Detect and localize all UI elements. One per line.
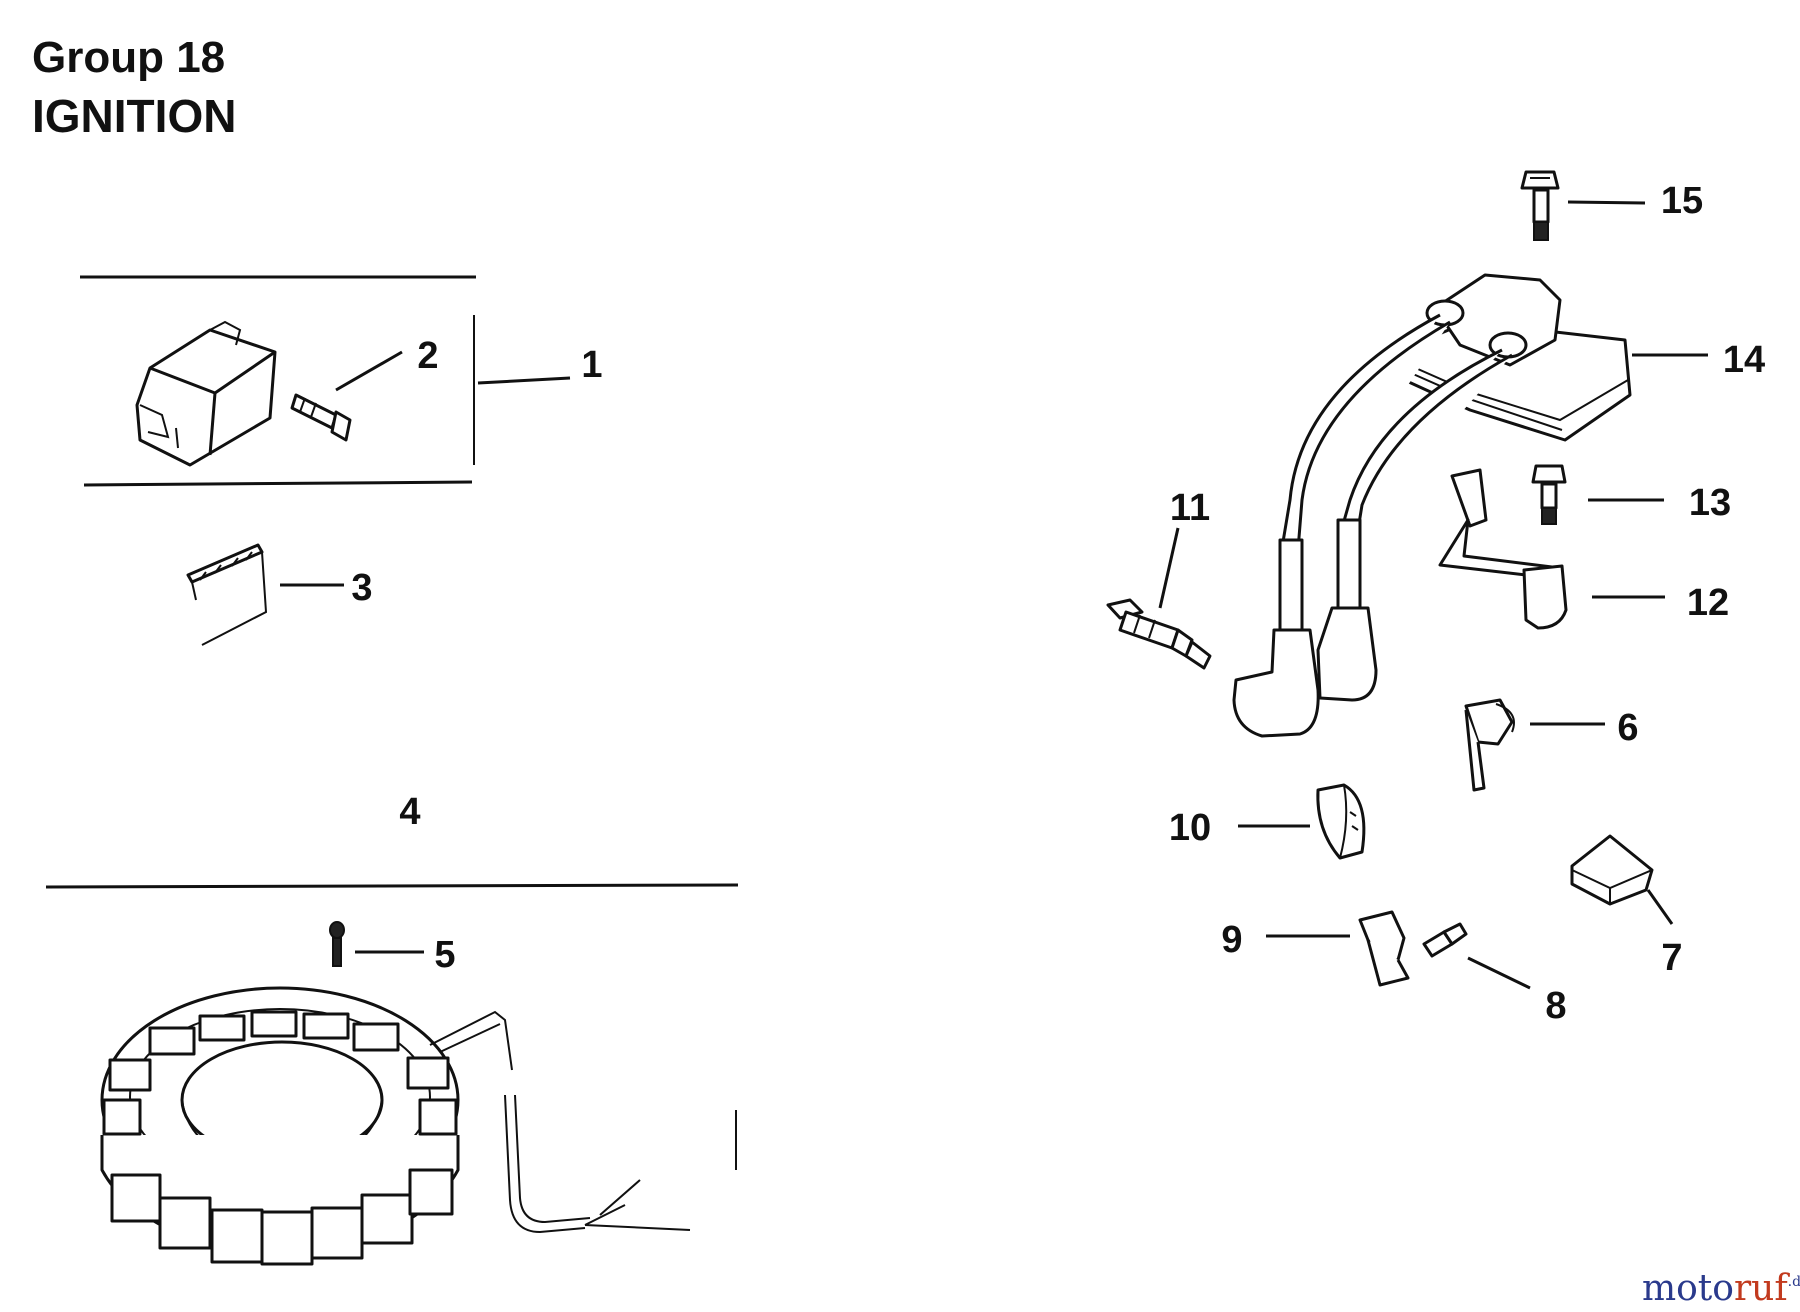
coil-bolt-part [1520,170,1560,241]
ignition-module-part [135,320,277,467]
callout-15: 15 [1661,180,1703,222]
callout-14: 14 [1723,339,1765,381]
connector-part [1570,834,1654,906]
bracket-bolt-part [1531,464,1567,525]
page-title: IGNITION [32,90,236,142]
callout-10: 10 [1169,807,1211,849]
callout-5: 5 [434,934,455,976]
spark-plug-part [1106,598,1212,670]
callout-11: 11 [1170,487,1210,529]
svg-text:motoruf.de: motoruf.de [1642,1268,1800,1309]
callout-6: 6 [1617,707,1638,749]
callout-12: 12 [1687,582,1729,624]
watermark-logo: motoruf.de [1642,1268,1800,1309]
stator-teeth [102,1010,458,1266]
callout-13: 13 [1689,482,1731,524]
callout-3: 3 [351,567,372,609]
ignition-coil-part [1232,273,1632,738]
callout-9: 9 [1221,919,1242,961]
grommet-part [1316,783,1366,860]
callout-7: 7 [1661,937,1682,979]
callout-8: 8 [1545,985,1566,1027]
coil-bracket-part [1438,468,1568,630]
stator-screw-part [329,921,345,967]
callout-1: 1 [581,344,602,386]
stator-part [100,986,691,1266]
callout-2: 2 [417,335,438,377]
module-kit-bracket [80,275,476,487]
module-screw-part [290,393,352,442]
clamp-part [1464,698,1515,792]
clip-screw-part [1422,922,1468,958]
stator-kit-bracket [45,883,739,889]
clip-part [1358,910,1410,987]
callout-4: 4 [399,791,420,833]
group-label: Group 18 [32,33,225,82]
decal-part [186,543,268,646]
